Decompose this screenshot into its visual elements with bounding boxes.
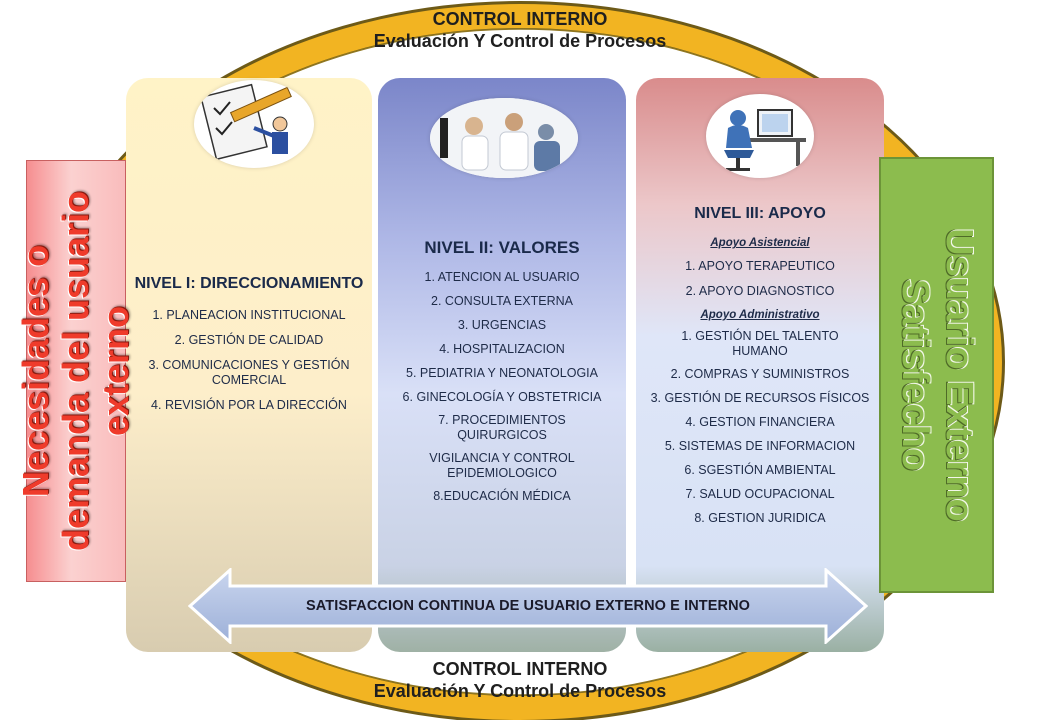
level-3-title: NIVEL III: APOYO	[694, 205, 826, 222]
level-2-title: NIVEL II: VALORES	[424, 238, 580, 257]
satisfaction-arrow: SATISFACCION CONTINUA DE USUARIO EXTERNO…	[187, 566, 869, 646]
level-3-panel: NIVEL III: APOYO Apoyo Asistencial 1. AP…	[636, 78, 884, 652]
level-3-subheading-administrativo: Apoyo Administrativo	[700, 309, 820, 321]
satisfied-user-label: Usuario Externo Satisfecho	[893, 228, 980, 522]
level-3-item: 1. GESTIÓN DEL TALENTO HUMANO	[681, 329, 839, 358]
level-3-item: 7. SALUD OCUPACIONAL	[685, 487, 835, 501]
level-2-item: VIGILANCIA Y CONTROL EPIDEMIOLOGICO	[429, 451, 575, 480]
doctors-icon	[430, 98, 578, 178]
computer-desk-icon	[724, 109, 806, 171]
external-demand-label: Necesidades o demanda del usuario extern…	[15, 190, 136, 552]
satisfaction-arrow-label: SATISFACCION CONTINUA DE USUARIO EXTERNO…	[305, 598, 751, 614]
level-1-item: 2. GESTIÓN DE CALIDAD	[174, 333, 324, 347]
level-1-title: NIVEL I: DIRECCIONAMIENTO	[134, 275, 364, 292]
level-3-item: 2. COMPRAS Y SUMINISTROS	[670, 367, 850, 381]
bottom-caption-subtitle: Evaluación Y Control de Procesos	[373, 681, 667, 701]
bottom-caption-title: CONTROL INTERNO	[432, 659, 608, 679]
top-caption-subtitle: Evaluación Y Control de Procesos	[373, 31, 667, 51]
chart-presentation-icon	[200, 83, 292, 161]
level-3-item: 5. SISTEMAS DE INFORMACION	[664, 439, 856, 453]
level-2-item: 1. ATENCION AL USUARIO	[424, 270, 580, 284]
bottom-caption: CONTROL INTERNO Evaluación Y Control de …	[0, 658, 1040, 702]
level-2-item: 5. PEDIATRIA Y NEONATOLOGIA	[406, 366, 598, 380]
level-3-item: 4. GESTION FINANCIERA	[685, 415, 835, 429]
external-demand-box: Necesidades o demanda del usuario extern…	[15, 160, 136, 582]
level-3-item: 2. APOYO DIAGNOSTICO	[685, 284, 835, 298]
level-2-item: 4. HOSPITALIZACION	[439, 342, 565, 356]
top-caption: CONTROL INTERNO Evaluación Y Control de …	[0, 8, 1040, 52]
level-1-item: 1. PLANEACION INSTITUCIONAL	[152, 308, 346, 322]
level-3-item: 3. GESTIÓN DE RECURSOS FÍSICOS	[650, 391, 870, 405]
level-1-item: 4. REVISIÓN POR LA DIRECCIÓN	[151, 398, 347, 412]
satisfied-user-text: Usuario Externo Satisfecho	[893, 165, 981, 585]
satisfied-user-box: Usuario Externo Satisfecho	[879, 157, 994, 593]
level-3-subheading-asistencial: Apoyo Asistencial	[710, 237, 810, 249]
level-3-item: 6. SGESTIÓN AMBIENTAL	[684, 463, 836, 477]
level-1-item: 3. COMUNICACIONES Y GESTIÓN COMERCIAL	[148, 358, 350, 387]
level-3-item: 1. APOYO TERAPEUTICO	[685, 259, 835, 273]
external-demand-text: Necesidades o demanda del usuario extern…	[15, 161, 136, 581]
level-2-panel: NIVEL II: VALORES 1. ATENCION AL USUARIO…	[378, 78, 626, 652]
medical-team-photo	[430, 98, 578, 178]
level-1-panel: NIVEL I: DIRECCIONAMIENTO 1. PLANEACION …	[126, 78, 372, 652]
level-3-item: 8. GESTION JURIDICA	[694, 511, 826, 525]
level-2-item: 8.EDUCACIÓN MÉDICA	[433, 489, 571, 503]
double-arrow-icon	[187, 566, 869, 646]
level-2-item: 6. GINECOLOGÍA Y OBSTETRICIA	[402, 390, 602, 404]
planning-illustration	[194, 80, 314, 168]
level-2-item: 7. PROCEDIMIENTOS QUIRURGICOS	[438, 413, 566, 442]
office-worker-illustration	[706, 94, 814, 178]
level-2-item: 3. URGENCIAS	[457, 318, 547, 332]
level-2-item: 2. CONSULTA EXTERNA	[431, 294, 573, 308]
top-caption-title: CONTROL INTERNO	[432, 9, 608, 29]
